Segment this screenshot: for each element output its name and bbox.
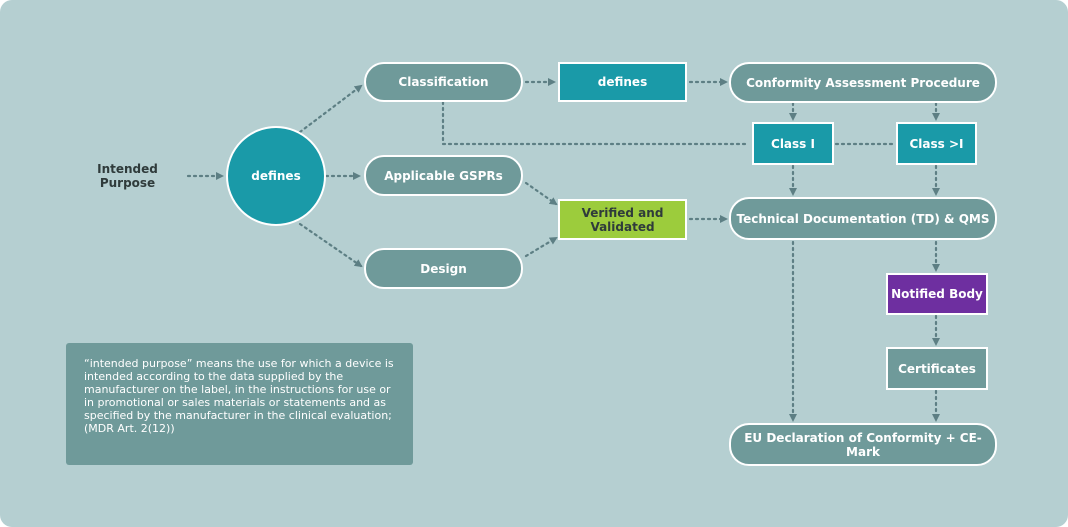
defines-box: defines [558, 62, 687, 102]
applicable-gsprs-node: Applicable GSPRs [364, 155, 523, 196]
definition-note-text: “intended purpose” means the use for whi… [84, 357, 394, 435]
conformity-assessment-node: Conformity Assessment Procedure [729, 62, 997, 103]
notified-body-node: Notified Body [886, 273, 988, 315]
arrow-gsprs-to-verified [524, 181, 558, 206]
intended-purpose-label: Intended Purpose [97, 162, 158, 190]
arrow-defines-to-classification [298, 84, 363, 134]
arrow-defines-to-design [298, 222, 363, 268]
certificates-node: Certificates [886, 347, 988, 390]
classification-node: Classification [364, 62, 523, 102]
line-classification-to-classes [441, 100, 751, 146]
technical-documentation-node: Technical Documentation (TD) & QMS [729, 197, 997, 240]
arrow-design-to-verified [524, 236, 558, 258]
eu-declaration-node: EU Declaration of Conformity + CE-Mark [729, 423, 997, 466]
definition-note: “intended purpose” means the use for whi… [66, 343, 413, 465]
defines-circle: defines [226, 126, 326, 226]
design-node: Design [364, 248, 523, 289]
class-gt-one-node: Class >I [896, 122, 977, 165]
class-one-node: Class I [752, 122, 834, 165]
verified-validated-node: Verified and Validated [558, 199, 687, 240]
